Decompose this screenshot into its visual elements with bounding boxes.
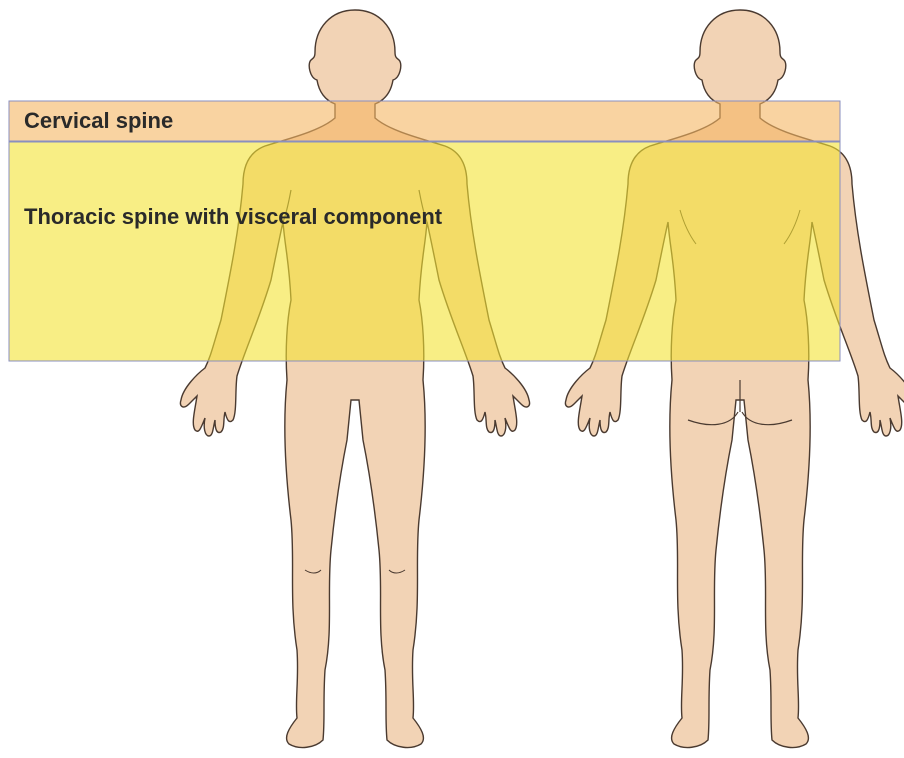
thoracic-spine-label: Thoracic spine with visceral component: [24, 202, 444, 232]
cervical-spine-label: Cervical spine: [24, 106, 173, 136]
thoracic-band: [9, 142, 840, 361]
